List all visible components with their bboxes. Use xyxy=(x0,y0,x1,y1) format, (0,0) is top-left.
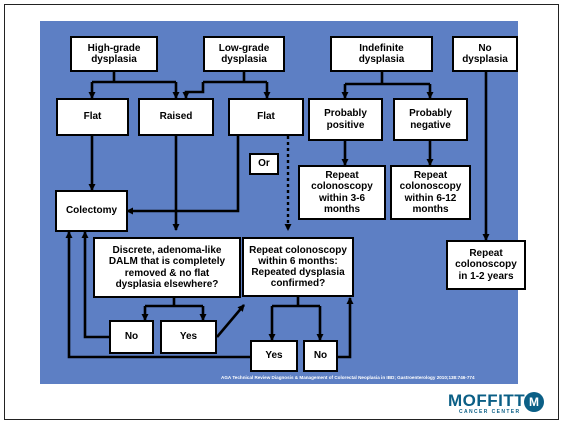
logo-wordmark: MOFFITT xyxy=(448,391,526,410)
node-yes-right: Yes xyxy=(250,340,298,372)
node-yes-left: Yes xyxy=(160,320,217,354)
connector-no-left-to-colectomy xyxy=(81,231,109,339)
node-flat-right: Flat xyxy=(228,98,304,136)
node-flat-left: Flat xyxy=(56,98,129,136)
node-indefinite-dysplasia: Indefinite dysplasia xyxy=(330,36,433,72)
node-no-left: No xyxy=(109,320,154,354)
connector-flat-right-to-colectomy xyxy=(126,136,240,215)
connector-yes-right-to-colectomy xyxy=(65,231,250,359)
node-repeat-within-6-months: Repeat colonoscopy within 6 months: Repe… xyxy=(242,237,354,297)
connector-low-to-raised xyxy=(182,82,205,99)
node-or: Or xyxy=(249,153,279,175)
logo-subtitle: CANCER CENTER xyxy=(459,409,521,415)
node-no-dysplasia: No dysplasia xyxy=(452,36,518,72)
node-probably-negative: Probably negative xyxy=(393,98,468,141)
node-dalm-question: Discrete, adenoma-like DALM that is comp… xyxy=(93,237,241,298)
node-no-right: No xyxy=(303,340,338,372)
node-colectomy: Colectomy xyxy=(55,190,128,232)
node-repeat-6-12-months: Repeat colonoscopy within 6-12 months xyxy=(390,165,471,220)
connector-yes-left-to-repeat xyxy=(216,304,245,338)
slide-frame xyxy=(4,4,559,420)
node-raised: Raised xyxy=(138,98,214,136)
connector-no-right-to-repeat xyxy=(338,297,354,359)
node-probably-positive: Probably positive xyxy=(308,98,383,141)
moffitt-logo: MOFFITT CANCER CENTER M xyxy=(448,391,548,421)
citation-text: AGA Technical Review Diagnosis & Managem… xyxy=(221,375,475,380)
node-high-grade-dysplasia: High-grade dysplasia xyxy=(70,36,158,72)
node-repeat-1-2-years: Repeat colonoscopy in 1-2 years xyxy=(446,240,526,290)
node-low-grade-dysplasia: Low-grade dysplasia xyxy=(203,36,285,72)
logo-m-icon: M xyxy=(524,392,544,412)
node-repeat-3-6-months: Repeat colonoscopy within 3-6 months xyxy=(298,165,386,220)
